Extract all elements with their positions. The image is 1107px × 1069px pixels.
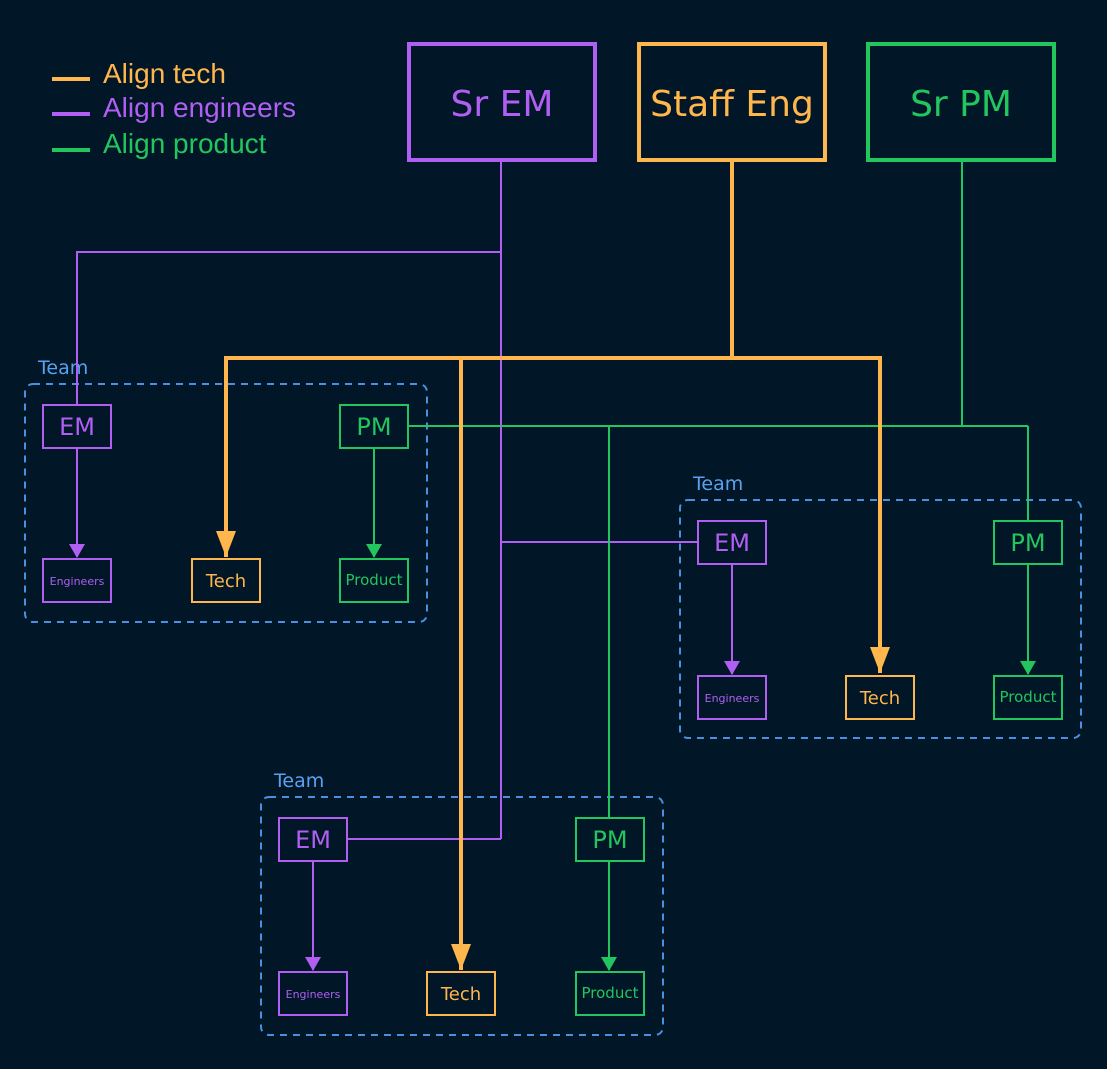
team-3-product-label: Product [582, 984, 639, 1002]
staff-eng-horizontal [224, 356, 882, 673]
team-3-engineers-node[interactable]: Engineers [278, 971, 348, 1016]
team-1-em-label: EM [59, 413, 95, 441]
staff-eng-label: Staff Eng [650, 84, 814, 125]
legend-engineers-label: Align engineers [103, 92, 296, 123]
team-3-tech-label: Tech [440, 984, 481, 1005]
team-2-container [679, 499, 1082, 739]
team-1-engineers-label: Engineers [50, 575, 105, 588]
team-2-pm-node[interactable]: PM [993, 520, 1063, 565]
team-2-nodes: EM PM Engineers Tech Product [697, 520, 1063, 720]
team-2-tech-arrowhead [870, 647, 890, 673]
team-1-em-node[interactable]: EM [42, 404, 112, 449]
engineers-connectors [69, 161, 740, 971]
staff-eng-box[interactable]: Staff Eng [637, 42, 827, 162]
team-1-pm-node[interactable]: PM [339, 404, 409, 449]
tech-connectors [216, 161, 890, 970]
team-1-product-node[interactable]: Product [339, 558, 409, 603]
legend-product-label: Align product [103, 128, 267, 159]
product-connectors [366, 161, 1036, 971]
sr-pm-label: Sr PM [910, 84, 1012, 125]
sr-em-label: Sr EM [451, 84, 554, 125]
team-1-engineers-node[interactable]: Engineers [42, 558, 112, 603]
team-3-tech-arrowhead [451, 944, 471, 970]
leaders: Sr EM Staff Eng Sr PM [407, 42, 1056, 162]
team-2-label: Team [692, 473, 743, 495]
team-3-em-label: EM [295, 826, 331, 854]
team-2-pm-label: PM [1010, 529, 1045, 557]
team-3-tech-node[interactable]: Tech [426, 971, 496, 1016]
team-3-pm-node[interactable]: PM [575, 817, 645, 862]
sr-pm-box[interactable]: Sr PM [866, 42, 1056, 162]
legend-tech-label: Align tech [103, 58, 226, 89]
team-2-engineers-label: Engineers [705, 692, 760, 705]
team-1-product-label: Product [346, 571, 403, 589]
team-1-tech-arrowhead [216, 531, 236, 557]
team-3-container [260, 796, 664, 1036]
team-3-nodes: EM PM Engineers Tech Product [278, 817, 645, 1016]
team-1-tech-label: Tech [205, 571, 246, 592]
team-2-engineers-node[interactable]: Engineers [697, 675, 767, 720]
team-3-pm-label: PM [592, 826, 627, 854]
team-1-pm-label: PM [356, 413, 391, 441]
team-3-engineers-label: Engineers [286, 988, 341, 1001]
team-2-product-label: Product [1000, 688, 1057, 706]
team-2-tech-label: Tech [859, 688, 900, 709]
team-2-em-label: EM [714, 529, 750, 557]
team-2-product-node[interactable]: Product [993, 675, 1063, 720]
team-1-container [24, 383, 428, 623]
team-1-tech-node[interactable]: Tech [191, 558, 261, 603]
sr-em-to-team-1-em [76, 251, 501, 405]
team-1-nodes: EM PM Engineers Tech Product [42, 404, 409, 603]
team-2-tech-node[interactable]: Tech [845, 675, 915, 720]
team-3-em-node[interactable]: EM [278, 817, 348, 862]
team-containers: Team Team Team [24, 357, 1082, 1036]
sr-em-box[interactable]: Sr EM [407, 42, 597, 162]
team-1-label: Team [37, 357, 88, 379]
team-3-label: Team [273, 770, 324, 792]
team-2-em-node[interactable]: EM [697, 520, 767, 565]
legend: Align tech Align engineers Align product [52, 58, 296, 159]
team-3-product-node[interactable]: Product [575, 971, 645, 1016]
